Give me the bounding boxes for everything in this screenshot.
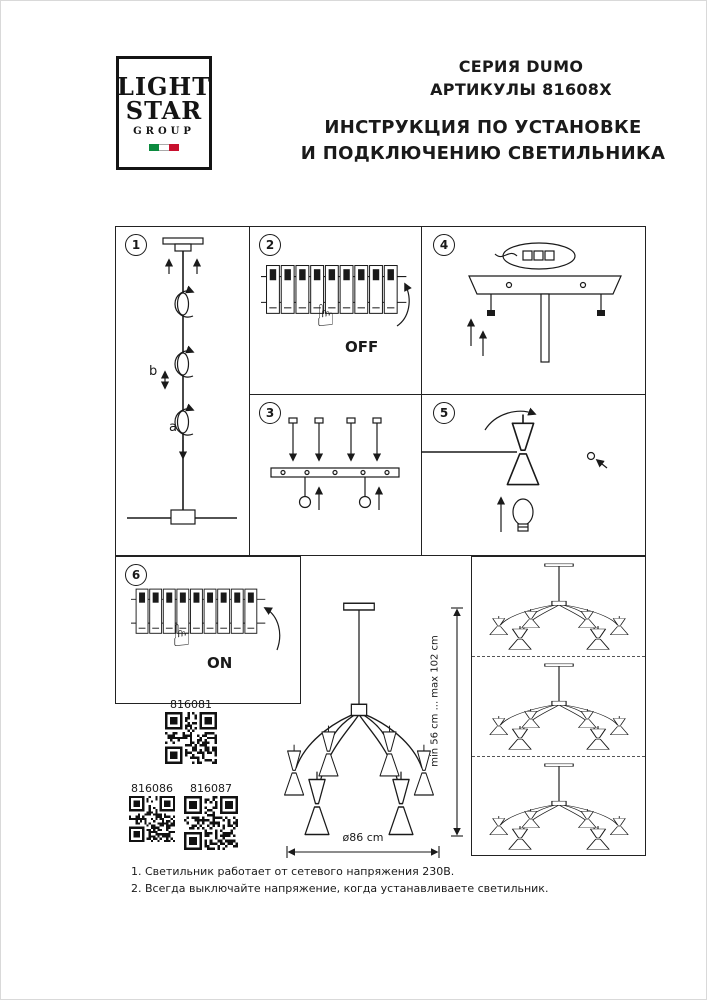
- page-title-line1: ИНСТРУКЦИЯ ПО УСТАНОВКЕ: [324, 117, 642, 138]
- page-title-line2: И ПОДКЛЮЧЕНИЮ СВЕТИЛЬНИКА: [300, 143, 666, 165]
- step1-number-badge: 1: [125, 234, 147, 256]
- chandelier-thumbnail-1: [481, 563, 637, 651]
- series-title: СЕРИЯ DUMO: [458, 57, 584, 76]
- grid-divider-vertical-2: [421, 226, 422, 556]
- logo-word-star: STAR: [125, 96, 203, 125]
- diameter-dimension-arrow: [286, 846, 440, 858]
- note-line-2: 2. Всегда выключайте напряжение, когда у…: [131, 882, 549, 895]
- qr-code: [129, 796, 175, 842]
- thumbnail-divider-2: [472, 756, 645, 757]
- shade-assembly-diagram: [421, 407, 608, 532]
- step2-number-badge: 2: [259, 234, 281, 256]
- label-a: a: [169, 420, 177, 435]
- pointing-hand-icon: ☞: [308, 301, 344, 329]
- header-series-block: СЕРИЯ DUMO АРТИКУЛЫ 81608X: [351, 55, 691, 101]
- grid-divider-horizontal: [249, 394, 646, 395]
- on-label: ON: [207, 654, 233, 672]
- logo-word-light: LIGHT: [116, 72, 212, 101]
- ceiling-mount-diagram: [466, 242, 622, 363]
- qr-code: [165, 712, 217, 764]
- qr-code: [184, 796, 238, 850]
- step6-panel-border: [115, 556, 301, 704]
- step4-number-badge: 4: [433, 234, 455, 256]
- chandelier-thumbnail-3: [481, 763, 637, 851]
- label-b: b: [149, 364, 158, 379]
- height-dimension-label-wrap: min 56 cm ... max 102 cm: [425, 593, 445, 809]
- step6-panel: 6 ☞ ON: [115, 556, 301, 704]
- breaker-on-diagram: [130, 588, 281, 651]
- note-line-1: 1. Светильник работает от сетевого напря…: [131, 865, 455, 878]
- height-dimension-label: min 56 cm ... max 102 cm: [429, 635, 441, 767]
- lightstar-logo: LIGHT STAR GROUP: [116, 56, 212, 170]
- step6-number-badge: 6: [125, 564, 147, 586]
- off-label: OFF: [345, 338, 379, 356]
- article-number-816086: 816086: [131, 782, 173, 795]
- article-number-816081: 816081: [170, 698, 212, 711]
- step3-panel: 3: [249, 394, 421, 556]
- chandelier-thumbnail-2: [481, 663, 637, 751]
- page-title: ИНСТРУКЦИЯ ПО УСТАНОВКЕ И ПОДКЛЮЧЕНИЮ СВ…: [273, 115, 693, 167]
- chandelier-views-box: [471, 556, 646, 856]
- step5-number-badge: 5: [433, 402, 455, 424]
- rod-assembly-diagram: [127, 237, 237, 525]
- chandelier-diagram: [275, 601, 443, 839]
- step4-panel: 4: [421, 226, 646, 394]
- instruction-grid: [115, 226, 646, 556]
- pointing-hand-icon: ☞: [164, 621, 200, 649]
- logo-word-group: GROUP: [133, 126, 195, 137]
- step1-panel: 1 b a: [115, 226, 249, 556]
- articles-title: АРТИКУЛЫ 81608X: [430, 80, 612, 100]
- mounting-bar-diagram: [270, 417, 400, 510]
- thumbnail-divider-1: [472, 656, 645, 657]
- breaker-off-diagram: [260, 264, 412, 327]
- diameter-dimension-label: ø86 cm: [342, 831, 384, 844]
- grid-divider-vertical-1: [249, 226, 250, 556]
- step3-number-badge: 3: [259, 402, 281, 424]
- article-number-816087: 816087: [190, 782, 232, 795]
- step5-panel: 5: [421, 394, 646, 556]
- step2-panel: 2 ☞ OFF: [249, 226, 421, 394]
- height-dimension-arrow: [451, 607, 463, 837]
- italy-flag-icon: [149, 144, 179, 151]
